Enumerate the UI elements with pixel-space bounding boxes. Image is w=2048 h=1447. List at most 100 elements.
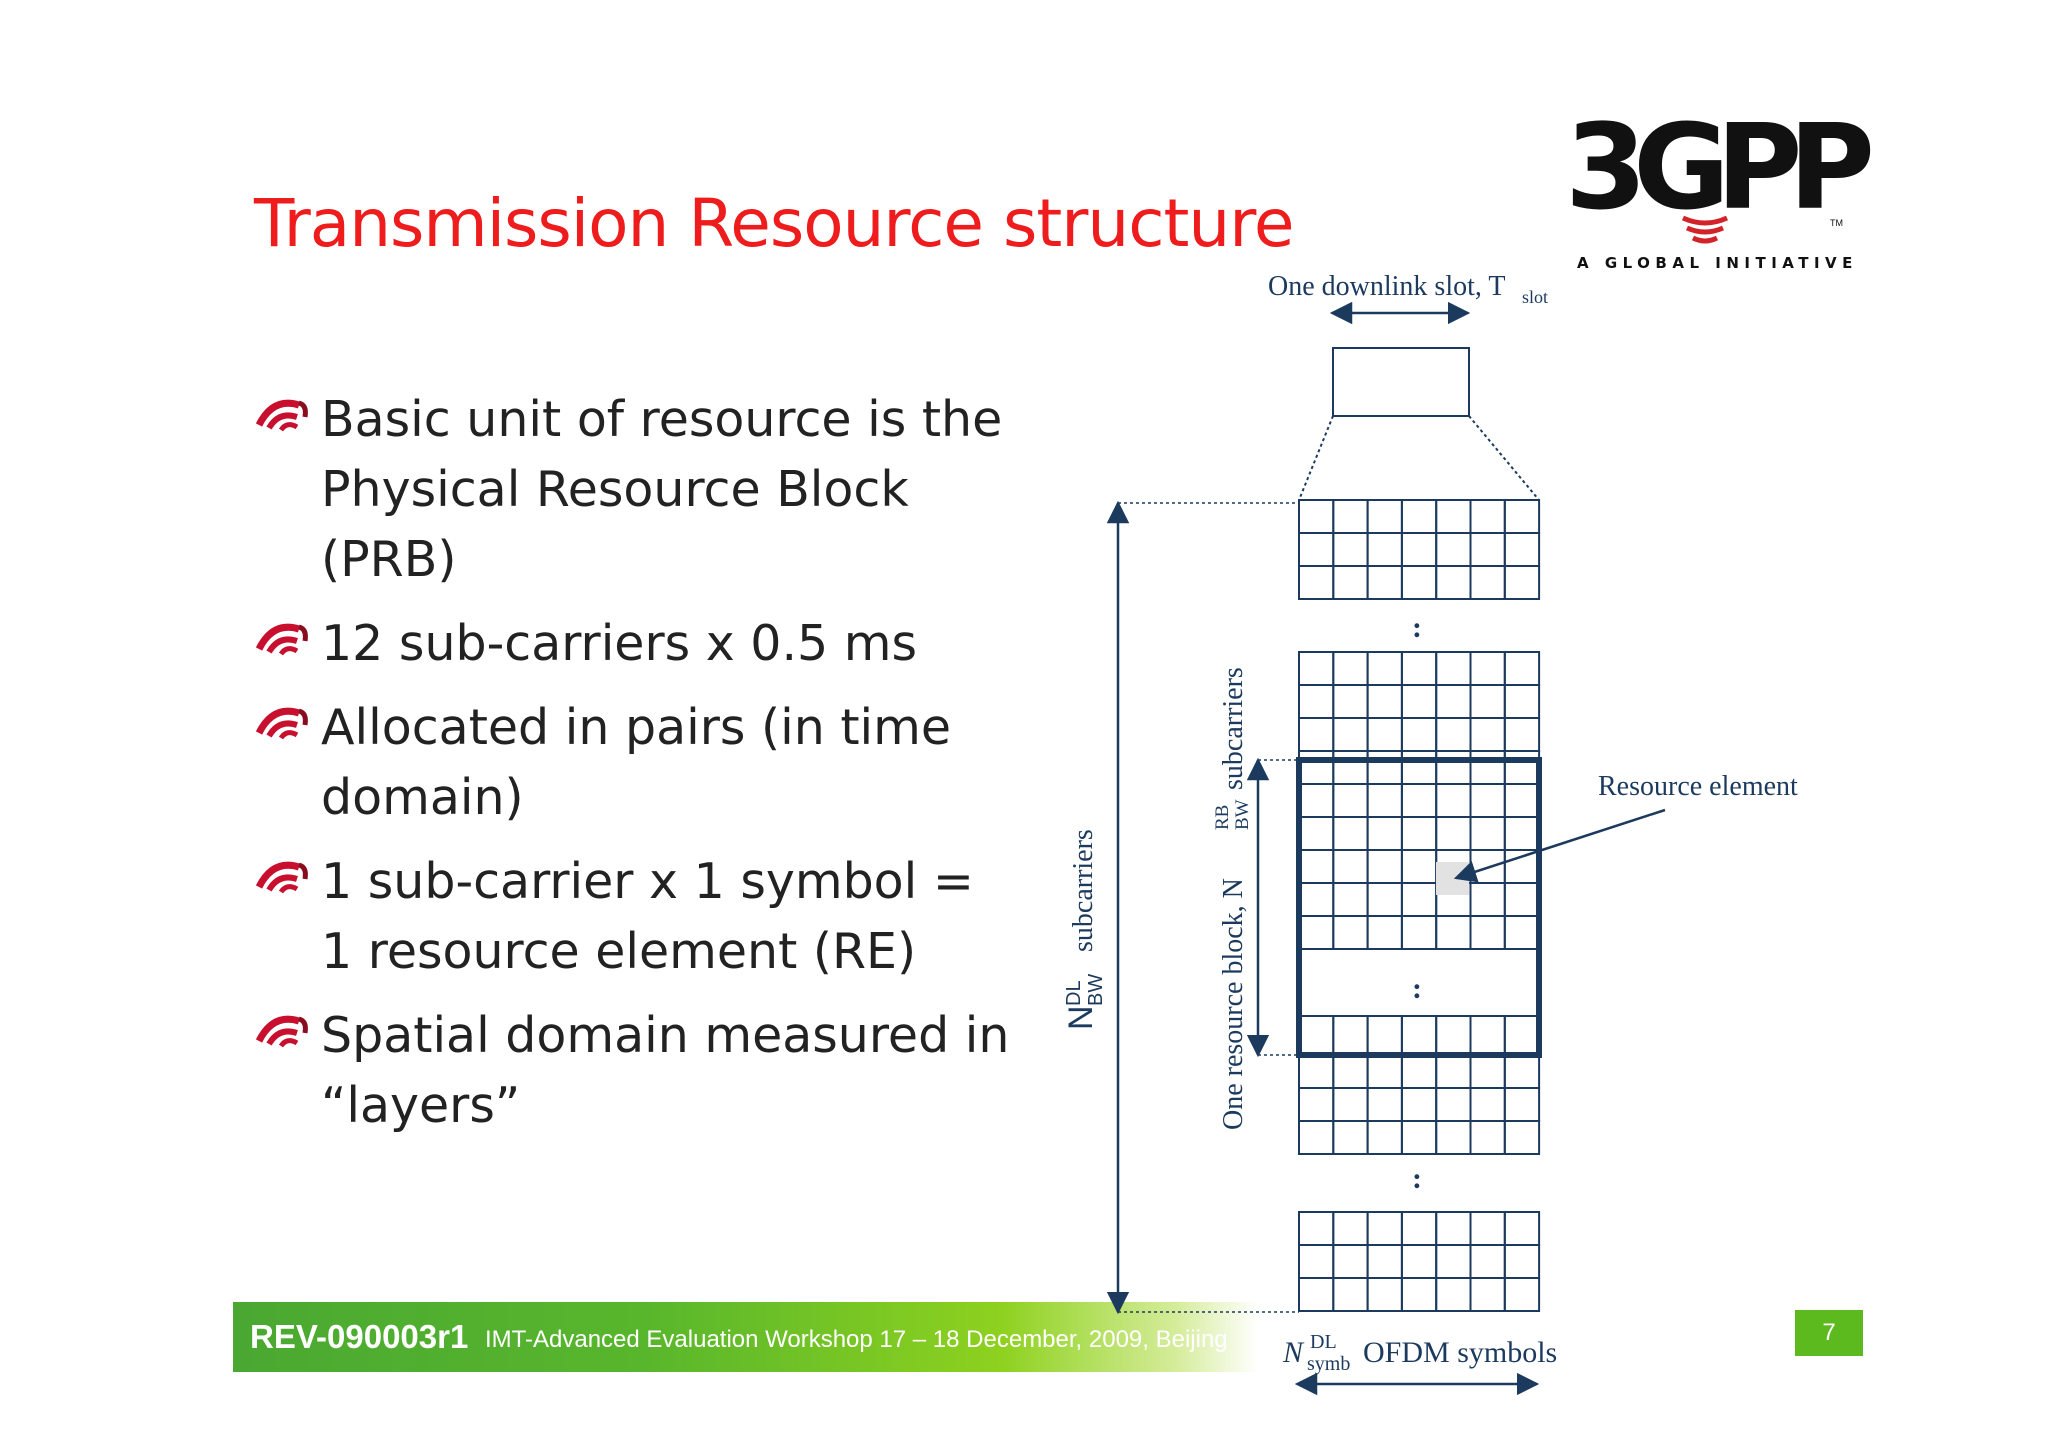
grid-cell: [1400, 1054, 1438, 1089]
bullet-text: Allocated in pairs (in time domain): [321, 699, 952, 826]
grid-cell: [1469, 1015, 1506, 1056]
grid-cell: [1366, 783, 1403, 818]
grid-cell: [1503, 1087, 1541, 1122]
grid-cell: [1469, 532, 1506, 567]
footer-document-code: REV-090003r1: [250, 1318, 469, 1355]
grid-cell: [1503, 1277, 1541, 1312]
grid-cell: [1435, 1244, 1472, 1279]
grid-cell: [1503, 750, 1541, 785]
grid-cell: [1435, 651, 1472, 686]
rb-bw-sub: BW: [1232, 799, 1253, 830]
grid-cell: [1435, 1087, 1472, 1122]
grid-cell: [1469, 1087, 1506, 1122]
grid-cell: [1366, 1087, 1403, 1122]
swirl-bullet-icon: [255, 1015, 308, 1048]
grid-cell: [1366, 565, 1403, 600]
grid-cell: [1503, 651, 1541, 686]
grid-cell: [1435, 816, 1472, 851]
rb-text: One resource block, N: [1218, 878, 1249, 1130]
grid-cell: [1366, 882, 1403, 917]
grid-cell: [1469, 915, 1506, 950]
swirl-bullet-icon: [255, 861, 308, 894]
grid-cell: [1503, 849, 1541, 884]
grid-blocks: [1298, 499, 1541, 1312]
grid-cell: [1469, 816, 1506, 851]
grid-cell: [1435, 1015, 1472, 1056]
grid-cell: [1298, 783, 1335, 818]
grid-cell: [1366, 915, 1403, 950]
grid-cell: [1332, 750, 1369, 785]
grid-cell: [1400, 565, 1438, 600]
grid-cell: [1332, 1120, 1369, 1155]
grid-cell: [1503, 915, 1541, 950]
grid-cell: [1435, 565, 1472, 600]
grid-cell: [1332, 565, 1369, 600]
bullet-item: Basic unit of resource is the Physical R…: [255, 385, 1015, 595]
grid-cell: [1469, 1211, 1506, 1246]
grid-cell: [1366, 750, 1403, 785]
grid-cell: [1503, 1054, 1541, 1089]
dl-bandwidth-label: N DL BW subcarriers: [1062, 829, 1107, 1030]
grid-cell: [1332, 1277, 1369, 1312]
bullet-item: Spatial domain measured in “layers”: [255, 1001, 1015, 1141]
grid-cell: [1400, 849, 1438, 884]
bullet-item: Allocated in pairs (in time domain): [255, 693, 1015, 833]
rb-subcarriers-label: subcarriers: [1218, 667, 1249, 790]
grid-cell: [1400, 1277, 1438, 1312]
slot-box: [1332, 347, 1470, 417]
grid-cell: [1332, 532, 1369, 567]
grid-cell: [1469, 565, 1506, 600]
grid-cell: [1435, 1054, 1472, 1089]
dl-subcarriers-label: subcarriers: [1068, 829, 1099, 952]
grid-cell: [1366, 717, 1403, 752]
grid-cell: [1400, 750, 1438, 785]
slot-label: One downlink slot, T: [1268, 271, 1505, 302]
grid-cell: [1400, 684, 1438, 719]
grid-cell: [1366, 1054, 1403, 1089]
resource-block-outline: [1296, 757, 1542, 1058]
grid-cell: [1469, 499, 1506, 534]
bullet-item: 1 sub-carrier x 1 symbol = 1 resource el…: [255, 847, 1015, 987]
grid-cell: [1366, 816, 1403, 851]
grid-cell: [1435, 532, 1472, 567]
grid-cell: [1332, 1211, 1369, 1246]
grid-cell: [1298, 565, 1335, 600]
ofdm-dl-sup: DL: [1310, 1331, 1337, 1353]
zoom-line-right: [1468, 415, 1540, 501]
resource-element-cell: [1436, 862, 1469, 895]
grid-cell: [1298, 816, 1335, 851]
grid-cell: [1332, 1087, 1369, 1122]
grid-cell: [1400, 915, 1438, 950]
grid-cell: [1298, 1015, 1335, 1056]
rb-label: One resource block, N RB BW subcarriers: [1212, 667, 1253, 1130]
grid-cell: [1400, 1120, 1438, 1155]
resource-element-arrow: [1453, 808, 1666, 883]
grid-cell: [1503, 532, 1541, 567]
grid-cell: [1435, 499, 1472, 534]
grid-cell: [1366, 532, 1403, 567]
grid-cell: [1503, 1015, 1541, 1056]
grid-cell: [1469, 1054, 1506, 1089]
dl-sup: DL: [1063, 980, 1085, 1006]
grid-cell: [1366, 1211, 1403, 1246]
grid-cell: [1503, 783, 1541, 818]
grid-cell: [1366, 1120, 1403, 1155]
ofdm-n-symbol: N: [1282, 1336, 1305, 1369]
grid-cell: [1503, 684, 1541, 719]
grid-cell: [1503, 717, 1541, 752]
3gpp-logo: 3GPP TM A GLOBAL INITIATIVE: [1565, 98, 1875, 272]
slide-title: Transmission Resource structure: [254, 185, 1295, 262]
grid-cell: [1435, 750, 1472, 785]
grid-cell: [1332, 783, 1369, 818]
grid-cell: [1298, 651, 1335, 686]
footer-bar: [233, 1302, 1258, 1372]
grid-cell: [1503, 1211, 1541, 1246]
grid-cell: [1400, 882, 1438, 917]
grid-cell: [1332, 1015, 1369, 1056]
bullet-text: 1 sub-carrier x 1 symbol = 1 resource el…: [321, 853, 974, 980]
rb-sup: RB: [1212, 805, 1233, 830]
grid-cell: [1332, 684, 1369, 719]
grid-cell: [1332, 915, 1369, 950]
grid-cell: [1332, 849, 1369, 884]
